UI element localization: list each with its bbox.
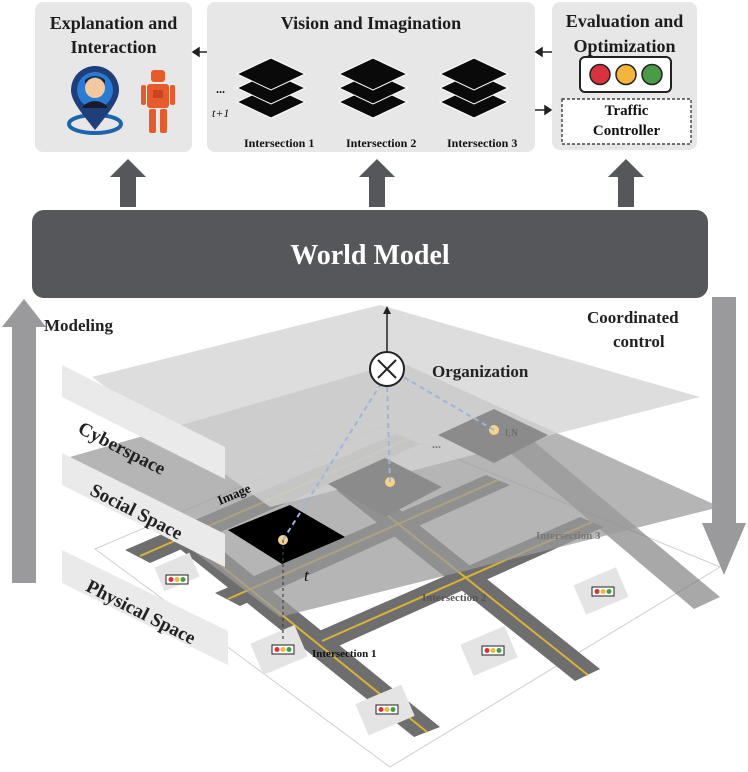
organization-links [282, 374, 495, 541]
yellow-light-icon [615, 63, 637, 86]
robot-icon [141, 70, 175, 133]
arrow-vision-to-explanation [191, 46, 207, 58]
evaluation-title-line1: Evaluation and [565, 11, 684, 31]
social-tab [62, 453, 225, 567]
explanation-panel: Explanation and Interaction [35, 2, 192, 152]
up-arrow-center [359, 159, 395, 207]
coordinated-control-line2: control [613, 332, 665, 351]
organization-label: Organization [432, 362, 529, 381]
explanation-title-line2: Interaction [70, 37, 157, 57]
traffic-controller-box [561, 98, 692, 145]
up-arrow-right [608, 159, 644, 207]
image-stack-3 [438, 57, 510, 119]
explanation-title-line1: Explanation and [49, 13, 178, 33]
red-light-icon [589, 63, 611, 86]
controller-label-line2: Controller [592, 123, 661, 139]
ground-intersection-2: Intersection 2 [422, 592, 487, 604]
cyberspace-tab [62, 365, 225, 479]
world-model-label: World Model [290, 240, 450, 271]
arrow-evaluation-to-vision [534, 46, 552, 58]
image-tile-t [228, 505, 345, 564]
world-model-output-arrows [110, 159, 644, 207]
ground-intersection-3: Intersection 3 [536, 530, 601, 542]
evaluation-title-line2: Optimization [573, 36, 676, 56]
vision-title: Vision and Imagination [280, 13, 462, 33]
user-location-icon [67, 66, 123, 135]
modeling-arrow [2, 299, 46, 583]
ground-traffic-light [165, 574, 615, 715]
organization-operator-icon [369, 306, 405, 387]
vision-intersection-1: Intersection 1 [244, 136, 315, 150]
world-model-block: World Model [32, 210, 708, 298]
green-light-icon [641, 63, 663, 86]
time-t-label: t [304, 566, 309, 585]
cyber-ellipsis: ... [432, 437, 441, 451]
modeling-label: Modeling [44, 316, 113, 335]
ground-intersection-1: Intersection 1 [312, 648, 377, 660]
up-arrow-left [110, 159, 146, 207]
coordinated-control-line1: Coordinated [587, 308, 679, 327]
top-panels-graphics [191, 46, 692, 145]
layered-spaces-diagram [2, 297, 746, 768]
arrow-vision-to-evaluation [535, 104, 553, 116]
cyber-subscript: I,N [505, 428, 519, 439]
vision-intersection-3: Intersection 3 [447, 136, 518, 150]
coordinated-control-arrow [702, 297, 746, 575]
vision-time-label: t+1 [212, 106, 230, 120]
vision-intersection-2: Intersection 2 [346, 136, 417, 150]
physical-tab [62, 550, 228, 665]
image-stack-2 [337, 57, 409, 119]
image-stack-1 [235, 57, 307, 119]
controller-label-line1: Traffic [604, 103, 649, 119]
vision-ellipsis: ... [216, 82, 225, 96]
